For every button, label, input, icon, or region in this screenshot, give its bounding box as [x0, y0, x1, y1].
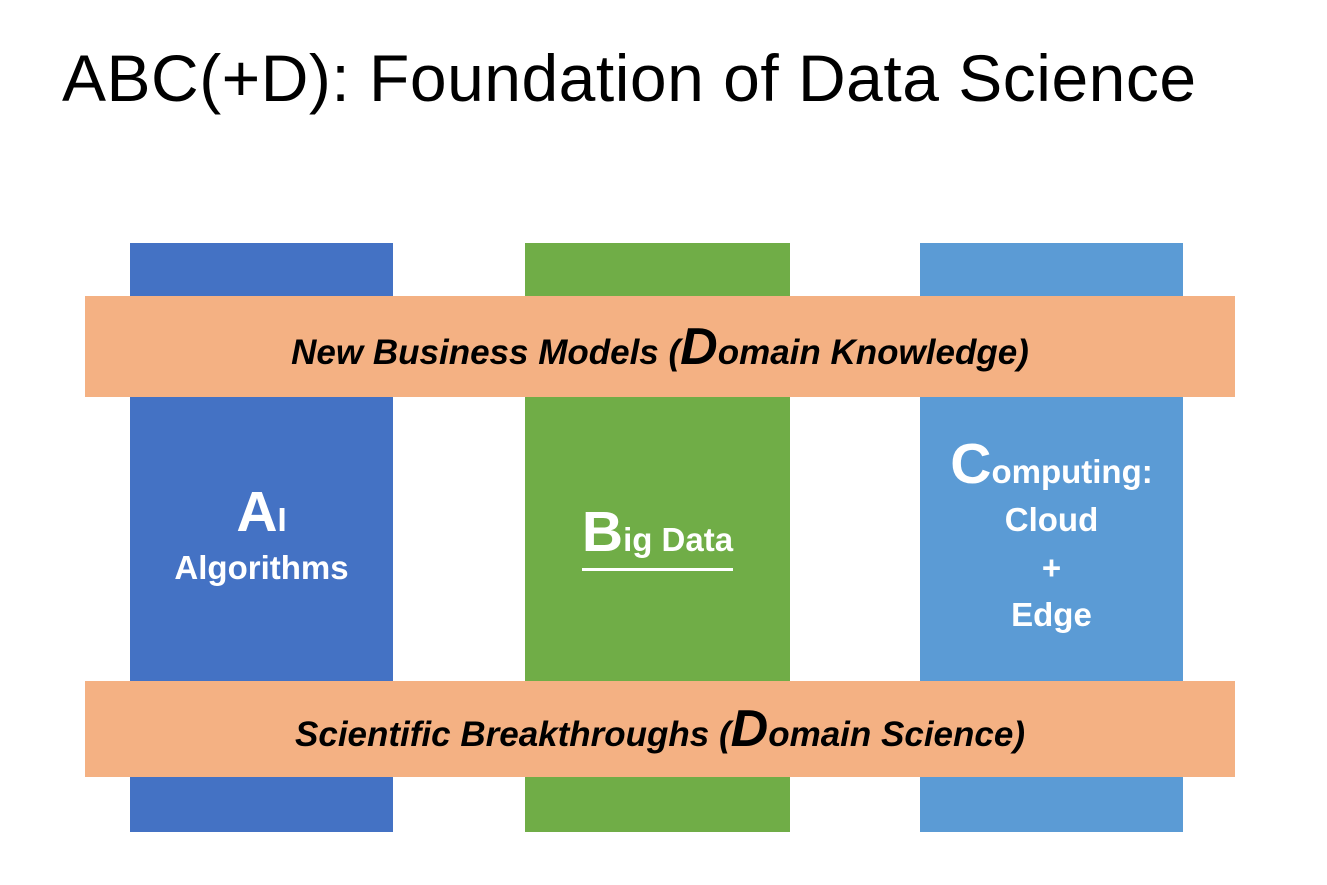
column-big-data-big-letter: B [581, 499, 624, 564]
column-computing-rest: omputing: [991, 452, 1153, 490]
column-computing-big-letter: C [950, 431, 992, 496]
bar-scientific-breakthroughs-text: Scientific Breakthroughs (Domain Science… [295, 703, 1025, 755]
bar-bottom-big-letter: D [730, 700, 769, 758]
bar-top-big-letter: D [680, 317, 718, 376]
column-computing-line2: Cloud [1004, 500, 1099, 538]
column-computing-line1: Computing: [950, 435, 1153, 492]
bar-top-prefix: New Business Models ( [291, 332, 681, 372]
column-ai-rest: I [277, 500, 287, 538]
bar-new-business-models-text: New Business Models (Domain Knowledge) [291, 321, 1029, 373]
bar-bottom-suffix: omain Science) [768, 715, 1025, 754]
column-big-data-text: Big Data [581, 503, 734, 572]
column-computing-text: Computing: Cloud + Edge [950, 435, 1153, 639]
column-big-data-rest: ig Data [623, 520, 734, 558]
column-ai-line2: Algorithms [174, 548, 349, 586]
column-big-data-label: Big Data [581, 503, 734, 572]
slide-title: ABC(+D): Foundation of Data Science [62, 41, 1197, 115]
column-computing-line3: + [1041, 548, 1062, 586]
column-ai-big-letter: A [236, 479, 278, 544]
bar-scientific-breakthroughs: Scientific Breakthroughs (Domain Science… [85, 681, 1235, 777]
column-computing-line4: Edge [1011, 596, 1092, 634]
column-ai-line1: AI [236, 483, 287, 540]
bar-new-business-models: New Business Models (Domain Knowledge) [85, 296, 1235, 397]
column-ai-text: AI Algorithms [174, 483, 349, 592]
bar-bottom-prefix: Scientific Breakthroughs ( [295, 715, 731, 754]
bar-top-suffix: omain Knowledge) [717, 332, 1029, 372]
